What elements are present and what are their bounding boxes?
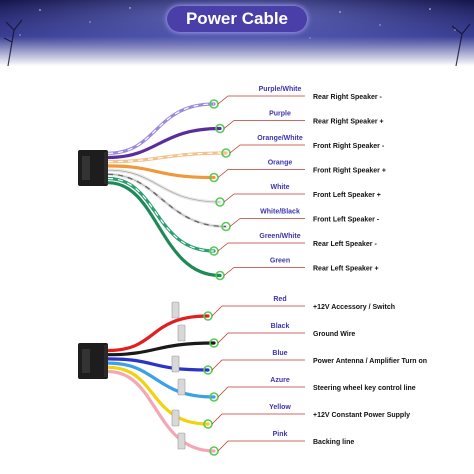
wire-function-label: +12V Constant Power Supply bbox=[313, 412, 410, 419]
wire-stripe-0 bbox=[107, 103, 215, 154]
connector-edge bbox=[104, 152, 108, 184]
connector-latch bbox=[82, 349, 90, 373]
leader-line bbox=[223, 193, 305, 203]
wire-outline-5 bbox=[107, 174, 227, 227]
wire-outline-4 bbox=[107, 169, 221, 203]
wire-color-label: Azure bbox=[270, 377, 290, 384]
wire-function-label: Front Right Speaker - bbox=[313, 143, 385, 150]
wire-orange bbox=[106, 164, 216, 180]
wire-green-white bbox=[106, 176, 216, 253]
title-pill bbox=[167, 6, 307, 32]
wire-tag bbox=[177, 324, 186, 342]
connector-latch bbox=[82, 156, 90, 180]
wire-color-label: White/Black bbox=[260, 209, 300, 216]
leader-line bbox=[211, 359, 305, 371]
wire-color-label: Purple bbox=[269, 111, 291, 118]
leader-line bbox=[217, 242, 305, 252]
wire-function-label: Front Left Speaker + bbox=[313, 192, 381, 199]
wire-color-label: Green bbox=[270, 258, 290, 265]
wire-tag bbox=[177, 378, 186, 396]
wire-function-label: Rear Left Speaker - bbox=[313, 241, 377, 248]
wire-green bbox=[106, 181, 222, 278]
wire-tag bbox=[171, 301, 180, 319]
leader-line bbox=[211, 413, 305, 425]
wire-function-label: Front Right Speaker + bbox=[313, 168, 386, 175]
leader-line bbox=[223, 120, 305, 129]
leader-line bbox=[217, 440, 305, 452]
wire-black bbox=[106, 341, 216, 357]
wire-purple bbox=[106, 126, 222, 160]
wire-color-label: Purple/White bbox=[259, 86, 302, 93]
wire-color-label: Orange bbox=[268, 160, 293, 167]
page-title: Power Cable bbox=[185, 9, 289, 28]
leader-line bbox=[211, 305, 305, 317]
wire-function-label: Rear Right Speaker + bbox=[313, 119, 384, 126]
wire-azure bbox=[106, 361, 216, 399]
wire-tag bbox=[171, 409, 180, 427]
leader-line bbox=[217, 169, 305, 178]
wire-function-label: Power Antenna / Amplifier Turn on bbox=[313, 358, 427, 365]
wire-stripe-2 bbox=[107, 152, 227, 163]
wire-color-label: Pink bbox=[273, 431, 288, 438]
wire-stripe-6 bbox=[107, 177, 215, 252]
wire-color-label: Green/White bbox=[259, 233, 300, 240]
wire-red bbox=[106, 314, 210, 353]
wire-function-label: Ground Wire bbox=[313, 331, 355, 338]
wire-pink bbox=[106, 369, 216, 453]
wire-yellow bbox=[106, 365, 210, 426]
wire-function-label: +12V Accessory / Switch bbox=[313, 304, 395, 311]
wire-color-label: Black bbox=[271, 323, 290, 330]
connector-edge bbox=[104, 345, 108, 377]
leader-line bbox=[229, 144, 305, 154]
wire-color-label: Orange/White bbox=[257, 135, 303, 142]
leader-line bbox=[229, 218, 305, 227]
wire-function-label: Rear Right Speaker - bbox=[313, 94, 383, 101]
wire-function-label: Rear Left Speaker + bbox=[313, 266, 379, 273]
wire-function-label: Steering wheel key control line bbox=[313, 385, 416, 392]
leader-line bbox=[223, 267, 305, 276]
wire-color-label: Yellow bbox=[269, 404, 291, 411]
leader-line bbox=[217, 95, 305, 105]
wire-tag bbox=[177, 432, 186, 450]
leader-line bbox=[217, 332, 305, 344]
wire-color-label: Blue bbox=[272, 350, 287, 357]
wire-function-label: Front Left Speaker - bbox=[313, 217, 380, 224]
wire-color-label: Red bbox=[273, 296, 286, 303]
wire-function-label: Backing line bbox=[313, 439, 354, 446]
leader-line bbox=[217, 386, 305, 398]
wire-blue bbox=[106, 357, 210, 372]
wire-tag bbox=[171, 355, 180, 373]
wire-color-label: White bbox=[270, 184, 289, 191]
